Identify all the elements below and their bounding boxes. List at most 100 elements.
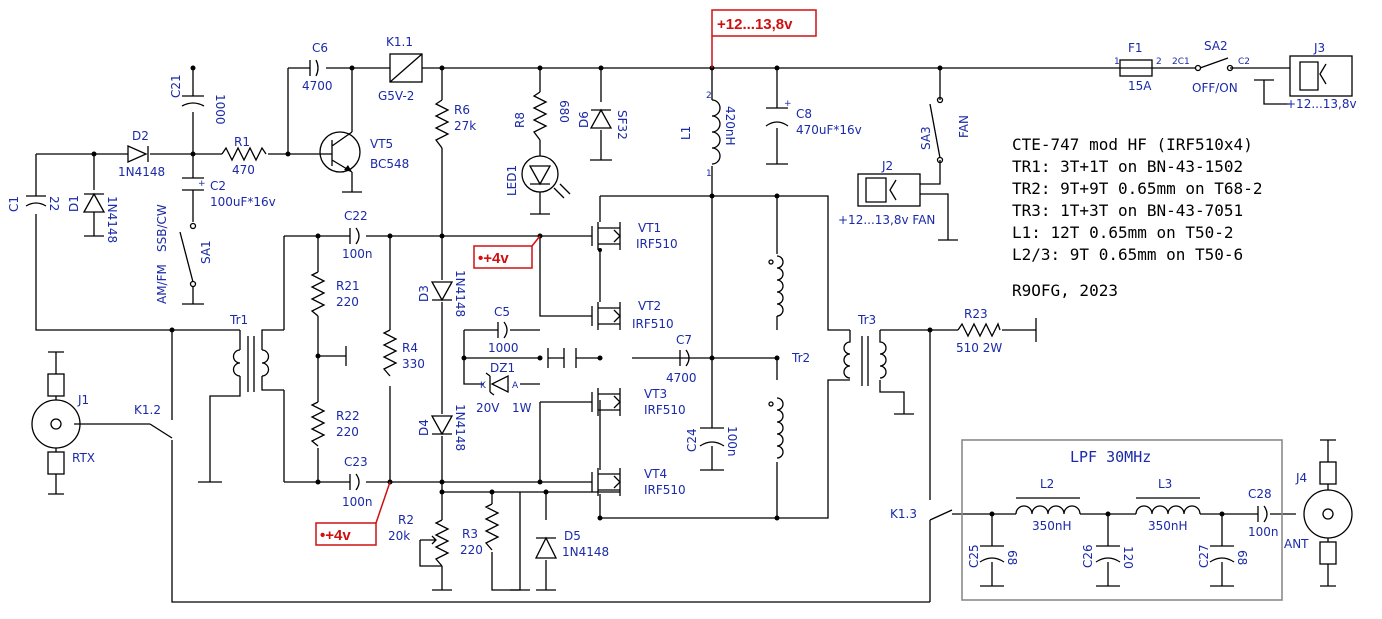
label: C22 (344, 209, 368, 223)
label: R1 (234, 135, 250, 149)
switch-sa3 (929, 96, 944, 164)
label: 120 (1121, 546, 1135, 569)
label: VT5 (370, 137, 393, 151)
capacitor-c23 (349, 473, 360, 491)
label: R3 (462, 527, 478, 541)
inductor-l1: 2 1 (706, 91, 721, 179)
resistor-r4 (382, 329, 398, 377)
capacitor-c22 (349, 227, 360, 245)
capacitor-c2: + (182, 177, 206, 191)
label: 1N4148 (118, 165, 165, 179)
connector-j4 (1303, 439, 1353, 587)
label: D3 (417, 285, 431, 302)
resistor-r21 (310, 271, 326, 317)
switch-sa1 (179, 222, 197, 288)
diode-d1 (82, 192, 106, 213)
capacitor-c28 (1257, 505, 1268, 523)
label: A (512, 381, 519, 391)
bias-label-top: •+4v (478, 250, 509, 267)
bias-label-bottom: •+4v (320, 527, 351, 544)
label: Tr3 (857, 313, 876, 327)
label: SA2 (1204, 39, 1228, 53)
bias-callout-top: •+4v (473, 235, 541, 269)
label: DZ1 (490, 361, 515, 375)
power-input-label: +12...13,8v (717, 16, 793, 33)
transformer-tr1 (232, 336, 270, 392)
capacitor-c8: + (765, 99, 792, 127)
svg-text:1: 1 (706, 169, 712, 179)
label: 22 (47, 196, 61, 211)
label: 420nH (723, 106, 737, 146)
mosfet-vt1 (582, 222, 621, 250)
label: BC548 (370, 157, 409, 171)
label: C23 (344, 455, 368, 469)
label: 100n (342, 247, 373, 261)
label: F1 (1128, 41, 1143, 55)
zener-dz1 (485, 372, 509, 396)
label: Tr2 (791, 351, 810, 365)
label: FAN (957, 115, 971, 138)
label: C6 (312, 41, 328, 55)
label: 15A (1128, 79, 1152, 93)
labels: C6 4700 K1.1 G5V-2 C21 1000 R1 470 D2 1N… (7, 35, 1357, 569)
lpf-frame (961, 439, 1283, 601)
label: G5V-2 (378, 89, 414, 103)
label: SSB/CW (155, 204, 169, 252)
label: 1N4148 (105, 196, 119, 243)
capacitor-c27 (1209, 545, 1235, 563)
design-notes: CTE-747 mod HF (IRF510x4) TR1: 3T+1T on … (1012, 135, 1262, 300)
label: D2 (132, 129, 149, 143)
note-line: TR1: 3T+1T on BN-43-1502 (1012, 157, 1243, 176)
label: R23 (964, 307, 988, 321)
label: VT1 (638, 221, 661, 235)
label: SF32 (615, 110, 629, 140)
label: C5 (494, 305, 510, 319)
label: C24 (685, 428, 699, 452)
label: +12...13,8v FAN (838, 213, 935, 227)
note-line: TR2: 9T+9T 0.65mm on T68-2 (1012, 179, 1262, 198)
relay-contact-k1-3 (929, 509, 953, 521)
svg-text:+: + (198, 179, 206, 189)
transformer-tr3 (843, 330, 887, 386)
label: +12...13,8v (1286, 97, 1357, 111)
label: R21 (336, 279, 360, 293)
label: C8 (796, 107, 812, 121)
switch-sa2 (1194, 57, 1234, 72)
label: 1N4148 (562, 545, 609, 559)
mosfet-vt3 (582, 388, 621, 416)
inductor-l3 (1135, 497, 1201, 515)
label: 100uF*16v (210, 195, 276, 209)
mosfet-vt2 (582, 302, 621, 330)
label: AM/FM (155, 264, 169, 304)
label: 220 (460, 543, 483, 557)
label: 350nH (1032, 519, 1072, 533)
resistor-r6 (434, 99, 450, 149)
mosfet-vt4 (582, 468, 621, 496)
capacitor-c6 (309, 59, 319, 77)
svg-text:2: 2 (1156, 57, 1162, 67)
capacitor-c24 (699, 427, 725, 447)
label: D5 (564, 529, 581, 543)
label: L3 (1158, 477, 1172, 491)
label: 4700 (666, 371, 697, 385)
relay-contact-k1-2 (149, 423, 173, 439)
label: J1 (77, 393, 89, 407)
lpf-title: LPF 30MHz (1070, 448, 1151, 466)
label: ANT (1284, 537, 1309, 551)
label: IRF510 (644, 483, 686, 497)
label: R2 (398, 513, 414, 527)
label: 1000 (213, 94, 227, 125)
resistor-r3 (484, 503, 500, 551)
label: 68 (1005, 550, 1019, 565)
label: 220 (336, 295, 359, 309)
capacitor-c21 (181, 95, 205, 107)
transformer-tr2 (768, 255, 784, 459)
label: C2 (210, 179, 226, 193)
label: 2C1 (1172, 57, 1190, 67)
label: R8 (513, 112, 527, 128)
capacitor-c7 (679, 349, 690, 367)
connector-j1 (31, 351, 81, 495)
inductor-l2 (1015, 497, 1081, 515)
label: VT2 (638, 299, 661, 313)
junctions (91, 65, 1225, 521)
